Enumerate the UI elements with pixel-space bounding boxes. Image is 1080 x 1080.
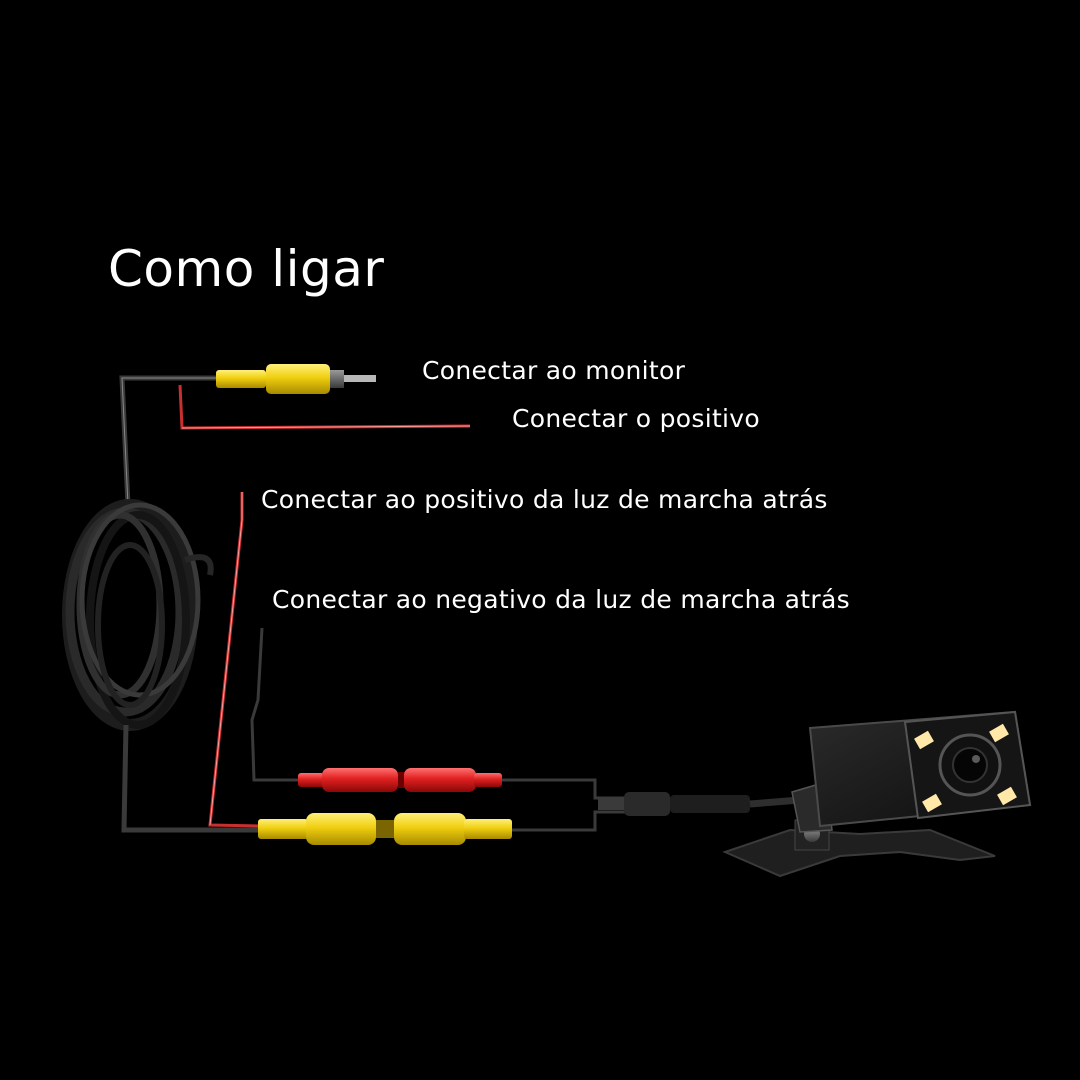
camera-cable: [598, 792, 801, 816]
video-connector-pair: [258, 810, 625, 845]
label-reverse-light-negative: Conectar ao negativo da luz de marcha at…: [272, 585, 850, 614]
power-connector-pair: [298, 768, 625, 800]
monitor-cable: [119, 375, 471, 506]
label-reverse-light-positive: Conectar ao positivo da luz de marcha at…: [261, 485, 828, 514]
cable-coil: [62, 499, 214, 731]
page-title: Como ligar: [108, 240, 385, 298]
monitor-rca-connector: [216, 364, 376, 394]
reverse-camera: [722, 710, 1032, 878]
label-connect-positive: Conectar o positivo: [512, 404, 760, 433]
label-connect-monitor: Conectar ao monitor: [422, 356, 686, 385]
